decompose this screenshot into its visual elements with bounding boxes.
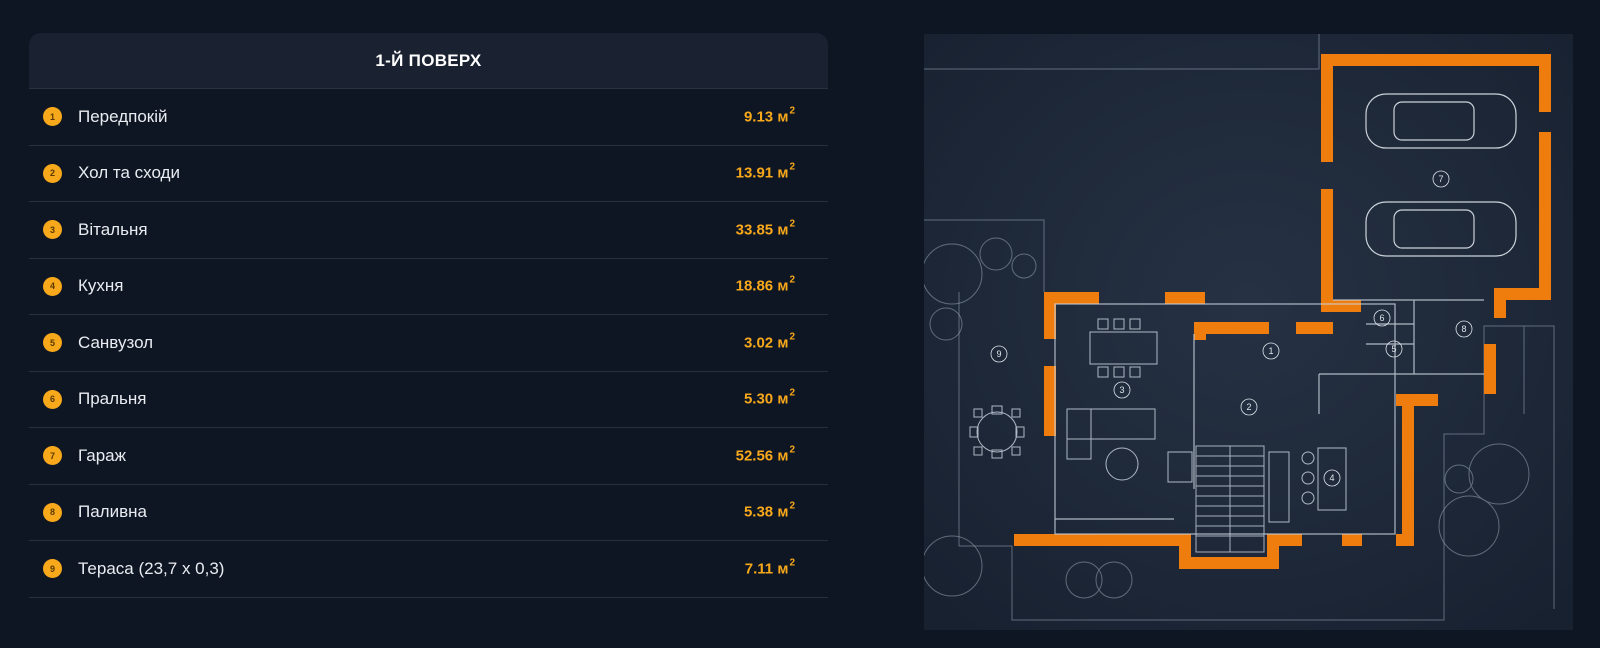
room-name: Передпокій (78, 106, 168, 126)
room-number-badge: 4 (43, 276, 62, 296)
plan-label-9: 9 (996, 349, 1001, 359)
room-name: Паливна (78, 502, 147, 522)
room-name: Кухня (78, 276, 124, 296)
dining-set (1089, 318, 1158, 378)
floor-plan: 1 2 3 4 5 6 7 8 9 (924, 34, 1573, 630)
plan-label-3: 3 (1119, 385, 1124, 395)
plan-label-8: 8 (1461, 324, 1466, 334)
room-name: Хол та сходи (78, 163, 180, 183)
room-number-badge: 8 (43, 502, 62, 522)
floor-plan-drawing: 1 2 3 4 5 6 7 8 9 (924, 34, 1573, 630)
room-number-badge: 2 (43, 163, 62, 183)
kitchen-island (1268, 447, 1347, 523)
living-furniture (1066, 408, 1193, 483)
room-name: Пральня (78, 389, 147, 409)
staircase (1195, 445, 1265, 553)
room-number-badge: 7 (43, 446, 62, 466)
plan-label-1: 1 (1268, 346, 1273, 356)
floor-title: 1-Й ПОВЕРХ (29, 33, 828, 89)
plan-label-5: 5 (1391, 344, 1396, 354)
garage-cars (1365, 93, 1517, 257)
interior-walls (1054, 299, 1484, 535)
room-name: Вітальня (78, 219, 148, 239)
site-boundary (924, 34, 1555, 621)
plan-label-2: 2 (1246, 402, 1251, 412)
room-number-badge: 5 (43, 333, 62, 353)
terrace-table (969, 405, 1025, 459)
exterior-walls (1014, 54, 1551, 569)
room-number-badge: 9 (43, 559, 62, 579)
room-number-badge: 6 (43, 389, 62, 409)
room-name: Санвузол (78, 332, 154, 352)
room-name: Тераса (23,7 х 0,3) (78, 558, 225, 578)
room-number-badge: 1 (43, 107, 62, 127)
plan-label-6: 6 (1379, 313, 1384, 323)
plan-label-7: 7 (1438, 174, 1443, 184)
room-labels: 1 2 3 4 5 6 7 8 9 (990, 170, 1473, 487)
room-name: Гараж (78, 445, 126, 465)
plan-label-4: 4 (1329, 473, 1334, 483)
trees (924, 237, 1530, 599)
room-number-badge: 3 (43, 220, 62, 240)
